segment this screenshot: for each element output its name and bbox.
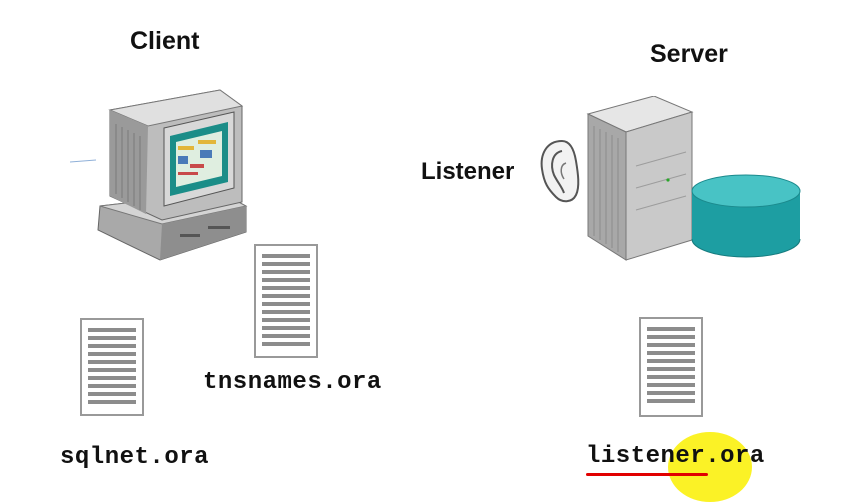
server-tower-icon <box>582 96 702 262</box>
sqlnet-document-icon <box>80 318 144 416</box>
tnsnames-document-icon <box>254 244 318 358</box>
database-cylinder-icon <box>690 173 802 259</box>
ear-icon <box>538 139 582 205</box>
highlight-marker <box>668 432 752 502</box>
desktop-computer-icon <box>70 84 260 262</box>
client-heading: Client <box>130 27 200 55</box>
listener-label: Listener <box>421 158 515 185</box>
listener-document-icon <box>639 317 703 417</box>
listener-file-label: listener.ora <box>586 443 765 470</box>
server-heading: Server <box>650 40 728 68</box>
tnsnames-file-label: tnsnames.ora <box>203 369 382 396</box>
sqlnet-file-label: sqlnet.ora <box>60 444 210 471</box>
red-underline <box>586 473 708 476</box>
